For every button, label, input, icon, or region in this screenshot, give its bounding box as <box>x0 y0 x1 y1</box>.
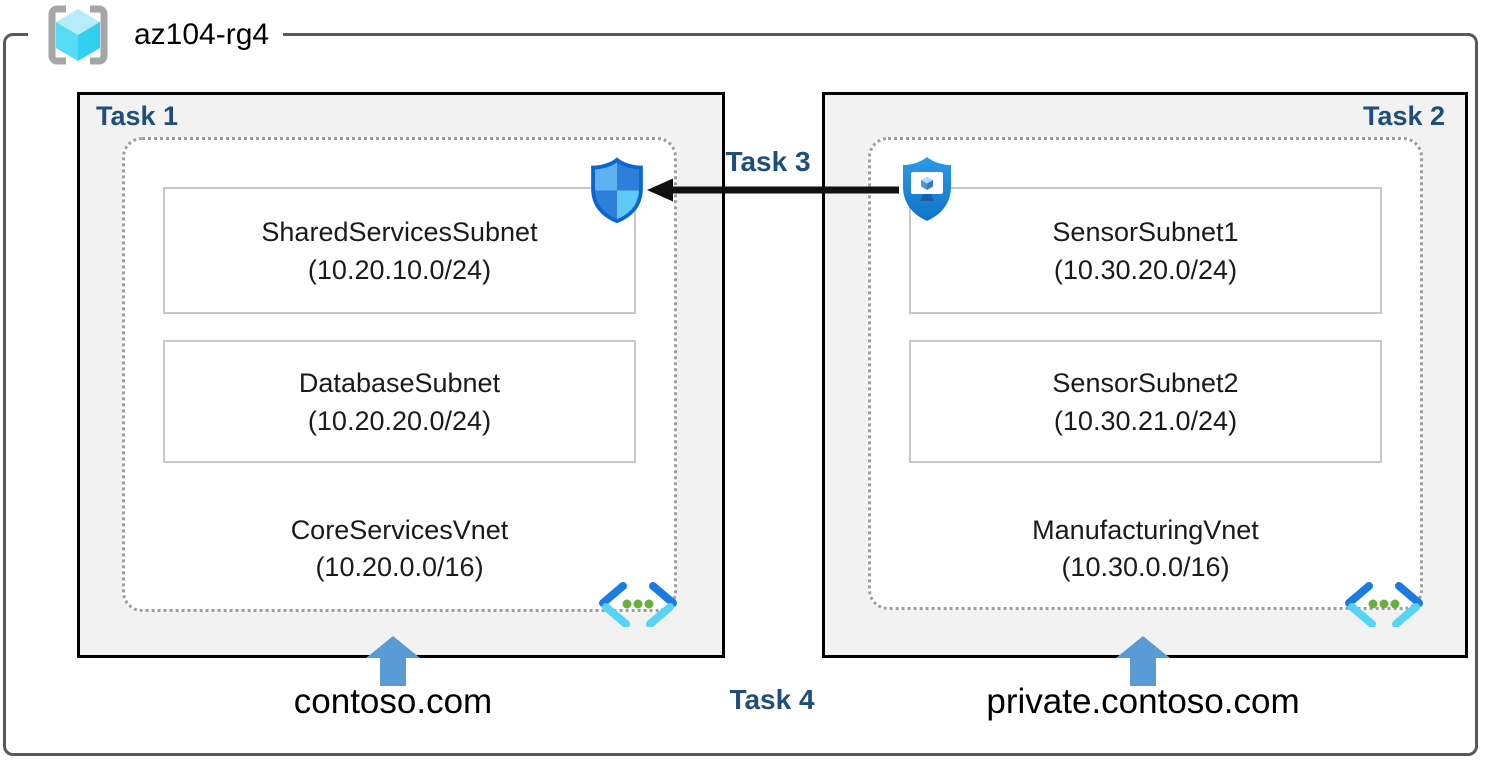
subnet-cidr: (10.20.10.0/24) <box>307 254 492 285</box>
task2-label: Task 2 <box>1362 101 1445 131</box>
subnet-name: SensorSubnet2 <box>1052 367 1239 398</box>
resource-group-frame <box>3 33 1478 756</box>
network-security-group-shield-icon <box>591 157 643 224</box>
subnet-name: DatabaseSubnet <box>298 367 501 398</box>
subnet-cidr: (10.20.20.0/24) <box>307 405 492 436</box>
sensor-subnet1-box: SensorSubnet1 (10.30.20.0/24) <box>909 187 1382 314</box>
sensor-subnet2-box: SensorSubnet2 (10.30.21.0/24) <box>909 340 1382 463</box>
bastion-shield-icon <box>903 157 951 221</box>
shared-services-subnet-box: SharedServicesSubnet (10.20.10.0/24) <box>163 187 636 314</box>
resource-group-name: az104-rg4 <box>134 18 270 51</box>
resource-group-icon <box>48 5 108 65</box>
subnet-cidr: (10.30.20.0/24) <box>1053 254 1238 285</box>
subnet-name: SensorSubnet1 <box>1052 216 1239 247</box>
manufacturing-vnet-label: ManufacturingVnet (10.30.0.0/16) <box>871 512 1420 586</box>
core-services-vnet-boundary: SharedServicesSubnet (10.20.10.0/24) Dat… <box>122 137 677 627</box>
vnet-cidr-text: (10.20.0.0/16) <box>315 552 484 582</box>
subnet-cidr: (10.30.21.0/24) <box>1053 405 1238 436</box>
subnet-name: SharedServicesSubnet <box>261 216 538 247</box>
task4-label: Task 4 <box>729 684 815 715</box>
vnet-name-text: ManufacturingVnet <box>1032 515 1259 545</box>
database-subnet-box: DatabaseSubnet (10.20.20.0/24) <box>163 340 636 463</box>
task1-label: Task 1 <box>96 101 179 131</box>
vnet-name-text: CoreServicesVnet <box>290 515 509 545</box>
up-arrow-icon <box>366 636 420 686</box>
up-arrow-icon <box>1116 636 1170 686</box>
core-services-vnet-label: CoreServicesVnet (10.20.0.0/16) <box>125 512 674 586</box>
virtual-network-icon <box>599 582 677 627</box>
virtual-network-icon <box>1345 582 1423 627</box>
vnet-cidr-text: (10.30.0.0/16) <box>1061 552 1230 582</box>
resource-group-header: az104-rg4 <box>28 0 284 70</box>
private-contoso-dns-label: private.contoso.com <box>986 682 1300 721</box>
contoso-dns-label: contoso.com <box>293 682 493 721</box>
manufacturing-vnet-boundary: SensorSubnet1 (10.30.20.0/24) SensorSubn… <box>868 137 1423 627</box>
left-black-arrow-icon <box>647 178 899 202</box>
task3-label: Task 3 <box>725 146 811 177</box>
